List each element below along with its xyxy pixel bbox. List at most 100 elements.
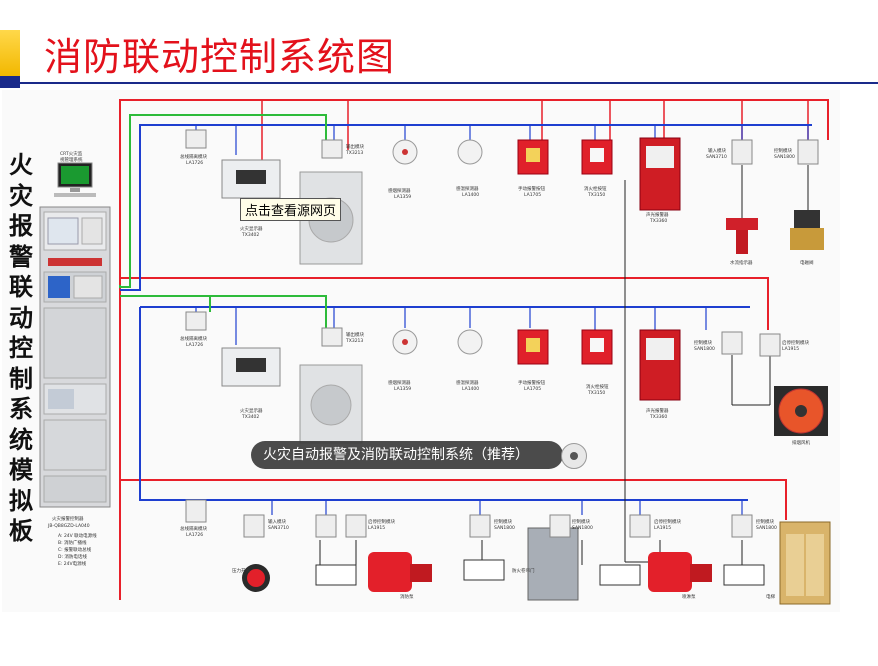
cabinet-bottom-label-1: 火灾报警控制器 (52, 515, 84, 522)
legend-item: D: 消防电话线 (58, 553, 87, 560)
control-module-icon (315, 514, 337, 538)
wire-blue-drops (195, 125, 809, 515)
legend-item: C: 报警联动总线 (58, 546, 92, 553)
source-page-tooltip[interactable]: 点击查看源网页 (240, 198, 342, 221)
svg-text:输出模块: 输出模块 (346, 143, 364, 150)
svg-text:消火栓按钮: 消火栓按钮 (584, 185, 607, 192)
sprinkler-pump-icon (648, 552, 692, 592)
start-stop-module-icon (759, 333, 781, 357)
svg-text:TX3213: TX3213 (345, 150, 363, 156)
svg-text:LA1726: LA1726 (186, 160, 203, 166)
legend-item: B: 消防广播线 (58, 539, 87, 546)
svg-text:SAN1800: SAN1800 (572, 525, 593, 531)
svg-text:总线隔离模块: 总线隔离模块 (180, 153, 207, 160)
svg-text:喷淋泵: 喷淋泵 (682, 593, 696, 600)
input-module-icon (243, 514, 265, 538)
svg-text:感温探测器: 感温探测器 (456, 379, 479, 386)
svg-text:声光报警器: 声光报警器 (646, 211, 669, 218)
record-icon[interactable] (561, 443, 587, 469)
svg-text:SAN1800: SAN1800 (494, 525, 515, 531)
svg-text:SAN1800: SAN1800 (774, 154, 795, 160)
svg-text:LA1915: LA1915 (654, 525, 671, 531)
caption-banner[interactable]: 火灾自动报警及消防联动控制系统（推荐） (251, 441, 563, 469)
water-flow-indicator-icon (726, 218, 758, 230)
svg-text:TX3402: TX3402 (241, 414, 259, 420)
heat-detector-icon (457, 329, 483, 355)
svg-text:SAN3710: SAN3710 (268, 525, 289, 531)
svg-text:感温探测器: 感温探测器 (456, 185, 479, 192)
control-module-icon (469, 514, 491, 538)
svg-text:控制模块: 控制模块 (694, 339, 712, 346)
svg-text:输入模块: 输入模块 (268, 518, 286, 525)
svg-text:压力开关: 压力开关 (232, 567, 250, 574)
svg-text:LA1705: LA1705 (524, 192, 541, 198)
svg-text:SAN1800: SAN1800 (756, 525, 777, 531)
control-module-icon (549, 514, 571, 538)
svg-text:控制模块: 控制模块 (756, 518, 774, 525)
control-module-icon (721, 331, 743, 355)
svg-text:手动报警按钮: 手动报警按钮 (518, 185, 545, 192)
svg-text:火灾显示器: 火灾显示器 (240, 407, 263, 414)
svg-text:感烟探测器: 感烟探测器 (388, 187, 411, 194)
svg-text:控制模块: 控制模块 (774, 147, 792, 154)
svg-text:LA1705: LA1705 (524, 386, 541, 392)
svg-text:启停控制模块: 启停控制模块 (654, 518, 681, 525)
svg-text:TX3360: TX3360 (649, 218, 667, 224)
output-module-icon (321, 139, 343, 159)
start-stop-module-icon (345, 514, 367, 538)
diagram-background (2, 90, 840, 612)
manual-alarm-button-icon (517, 329, 549, 365)
wire-red-main (119, 99, 829, 600)
heat-detector-icon (457, 139, 483, 165)
crt-monitor-screen (61, 166, 89, 184)
row3-devices: 总线隔离模块 LA1726 输入模块 SAN3710 压力开关 启停控制模块 L… (180, 499, 831, 605)
svg-text:启停控制模块: 启停控制模块 (782, 339, 809, 346)
svg-text:LA1915: LA1915 (782, 346, 799, 352)
svg-text:控制模块: 控制模块 (572, 518, 590, 525)
svg-text:LA1400: LA1400 (462, 192, 479, 198)
svg-text:总线隔离模块: 总线隔离模块 (180, 335, 207, 342)
svg-text:排烟风机: 排烟风机 (792, 439, 810, 446)
cabinet-bottom-label-2: JB-QB8GZD-LA040 (47, 523, 90, 529)
title-underline (0, 82, 878, 84)
title-accent-bar (0, 30, 20, 76)
input-module-icon (731, 139, 753, 165)
svg-text:TX3402: TX3402 (241, 232, 259, 238)
svg-text:SAN3710: SAN3710 (706, 154, 727, 160)
fire-pump-icon (368, 552, 412, 592)
svg-text:LA1915: LA1915 (368, 525, 385, 531)
row2-devices: 总线隔离模块 LA1726 火灾显示器 TX3402 输出模块 TX3213 感… (180, 311, 828, 446)
svg-text:总线隔离模块: 总线隔离模块 (180, 525, 207, 532)
isolation-module-icon (185, 499, 207, 523)
svg-text:TX3360: TX3360 (649, 414, 667, 420)
svg-text:TX3213: TX3213 (345, 338, 363, 344)
wire-legend: A: 24V 联动电源线 B: 消防广播线 C: 报警联动总线 D: 消防电话线… (58, 532, 97, 567)
svg-text:LA1359: LA1359 (394, 386, 411, 392)
control-module-icon (731, 514, 753, 538)
svg-text:LA1359: LA1359 (394, 194, 411, 200)
wire-green (119, 114, 327, 328)
wire-blue-bus (120, 124, 812, 501)
svg-text:水流指示器: 水流指示器 (730, 259, 753, 266)
control-module-icon (797, 139, 819, 165)
isolation-module-icon (185, 129, 207, 149)
cabinet-top-label-2: 视管理系统 (60, 156, 83, 163)
svg-text:声光报警器: 声光报警器 (646, 407, 669, 414)
svg-text:防火卷帘门: 防火卷帘门 (512, 567, 535, 574)
legend-item: A: 24V 联动电源线 (58, 532, 97, 539)
wire-black (319, 165, 809, 565)
svg-text:LA1400: LA1400 (462, 386, 479, 392)
svg-text:消火栓按钮: 消火栓按钮 (586, 383, 609, 390)
svg-text:SAN1800: SAN1800 (694, 346, 715, 352)
svg-text:控制模块: 控制模块 (494, 518, 512, 525)
svg-text:输入模块: 输入模块 (708, 147, 726, 154)
svg-text:消防泵: 消防泵 (400, 593, 414, 600)
roller-shutter-icon (527, 527, 579, 601)
alarm-controller-cabinet: CRT火灾监 视管理系统 火灾报警控制器 JB-QB8GZD-LA040 (39, 150, 111, 529)
svg-text:LA1726: LA1726 (186, 532, 203, 538)
svg-text:TX3150: TX3150 (587, 390, 605, 396)
svg-text:TX3150: TX3150 (587, 192, 605, 198)
svg-text:感烟探测器: 感烟探测器 (388, 379, 411, 386)
svg-text:火灾显示器: 火灾显示器 (240, 225, 263, 232)
svg-text:手动报警按钮: 手动报警按钮 (518, 379, 545, 386)
